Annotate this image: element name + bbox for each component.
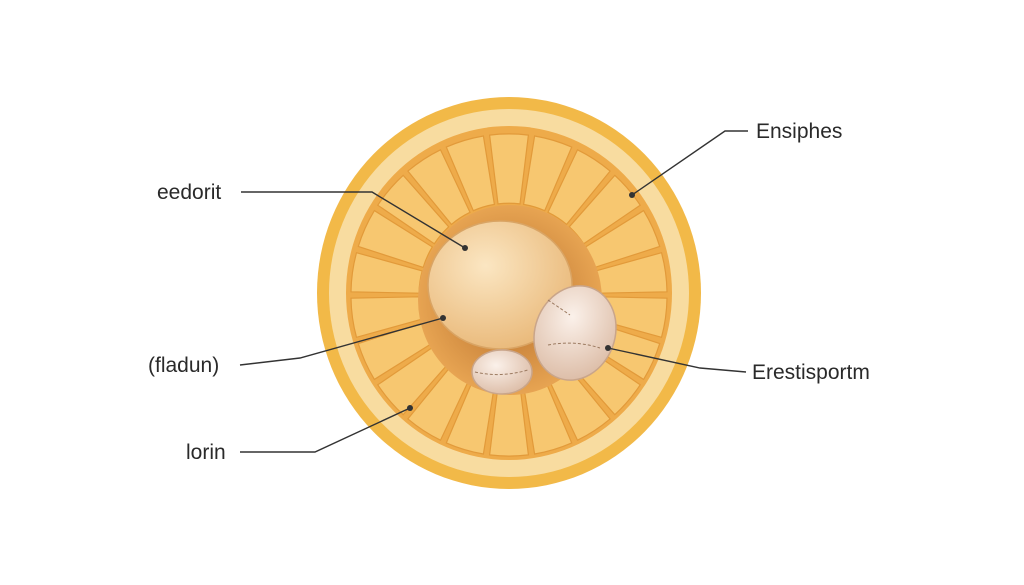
leader-line-erestisportm [607, 347, 747, 373]
ring-segment [568, 174, 642, 245]
leader-line-fladun [239, 317, 444, 366]
label-erestisportm: Erestisportm [752, 361, 870, 384]
label-fladun: (fladun) [148, 354, 220, 377]
medium-egg [533, 285, 617, 381]
pointer-dot [440, 315, 446, 321]
label-eedorit: eedorit [157, 181, 222, 204]
suture-line [474, 299, 601, 376]
segmented-ring [350, 133, 668, 457]
leader-line-lorin [240, 407, 411, 453]
label-ensiphes: Ensiphes [756, 120, 843, 143]
pointer-dot [462, 245, 468, 251]
pointer-dot [605, 345, 611, 351]
ring-segment [357, 209, 434, 269]
pointer-dot [407, 405, 413, 411]
ring-segment [522, 135, 573, 212]
label-lorin: lorin [186, 441, 226, 464]
ring-segment [547, 148, 611, 226]
pointer-dot [629, 192, 635, 198]
ring-segment [445, 135, 496, 212]
ring-segment [407, 148, 471, 226]
leader-line-eedorit [241, 191, 466, 249]
large-egg [427, 220, 573, 350]
ring-segment [488, 133, 530, 205]
ring-segment [376, 174, 450, 245]
leader-line-ensiphes [631, 130, 748, 196]
small-egg [471, 349, 533, 395]
